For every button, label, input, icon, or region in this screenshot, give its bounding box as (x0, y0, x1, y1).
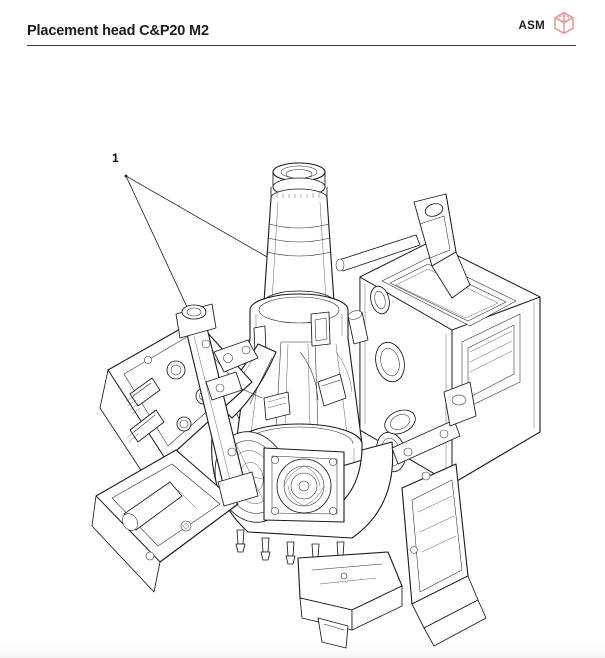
placement-head-line-art: .ln { fill:none; stroke:#1a1a1a; stroke-… (91, 162, 541, 649)
technical-drawing-figure: 1 .ln { fill:none; stroke:#1a1a1a; strok… (0, 52, 605, 658)
lower-pick-block (297, 551, 403, 649)
brand-name: ASM (518, 19, 545, 32)
page-title: Placement head C&P20 M2 (27, 23, 209, 39)
left-vertical-strut (175, 303, 259, 507)
head-hardware-details (205, 339, 353, 421)
right-support-leg (401, 463, 487, 647)
z-axis-spindle-column (263, 162, 335, 314)
placement-head-assembly (91, 162, 541, 649)
page-header: Placement head C&P20 M2 ASM (0, 0, 605, 52)
cooling-fan-assembly (263, 447, 345, 523)
brand-lockup: ASM (519, 11, 576, 40)
callout-label-1: 1 (112, 151, 119, 165)
support-bracket-arm (335, 193, 471, 299)
right-mount-rail (391, 381, 477, 465)
asm-cube-logo-icon (552, 11, 576, 40)
alignment-pin (347, 310, 369, 345)
rear-duct (384, 409, 416, 435)
header-divider (27, 45, 576, 47)
left-clamp-tray (91, 449, 239, 593)
